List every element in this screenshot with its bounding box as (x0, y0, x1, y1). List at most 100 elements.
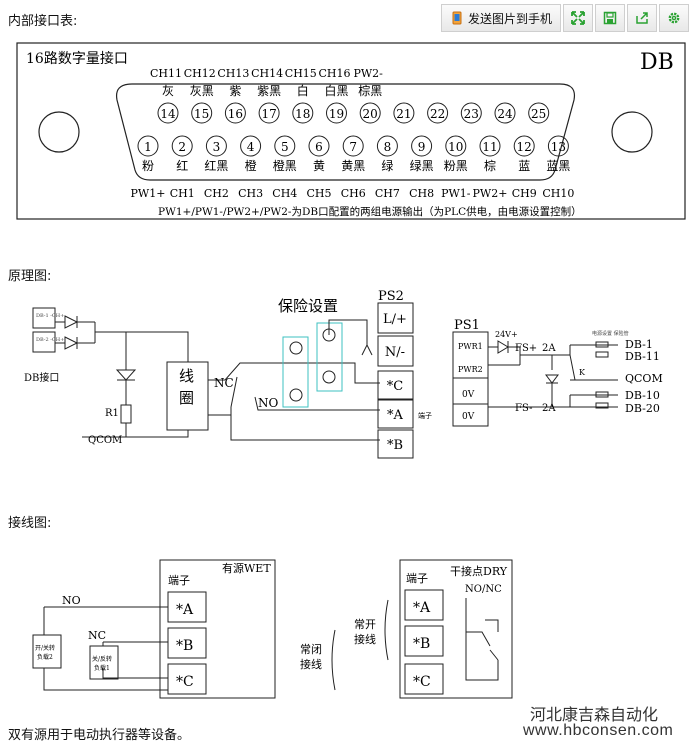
no-label: NO (258, 396, 279, 410)
fuse-holder-1 (282, 336, 309, 408)
qcom-label: QCOM (88, 435, 122, 446)
brand-name: 河北康吉森自动化 (530, 705, 659, 724)
wire-outputs (570, 344, 618, 408)
save-button[interactable] (595, 4, 625, 32)
section-title-wiring: 接线图: (8, 516, 52, 531)
mounting-hole-right (611, 111, 653, 153)
bottom-color-label: 绿黑 (410, 158, 434, 173)
bottom-channel-label: CH7 (375, 187, 400, 200)
pin-circle (359, 102, 381, 124)
output-label: DB-11 (625, 350, 660, 363)
wet-no-label: NO (62, 594, 81, 607)
switch-blade (230, 376, 238, 408)
fuse-small-2 (595, 351, 609, 358)
image-toolbar: 发送图片到手机 (440, 4, 689, 32)
settings-button[interactable] (659, 4, 689, 32)
diode-1 (55, 315, 95, 329)
pin-number: 11 (482, 140, 497, 154)
top-color-label: 紫 (229, 84, 241, 98)
bottom-channel-label: CH9 (512, 187, 537, 200)
load2-box (32, 634, 62, 669)
brace-open (384, 599, 389, 661)
pin-circle (258, 102, 280, 124)
top-color-label: 灰黑 (190, 84, 214, 98)
bottom-color-label: 绿 (381, 158, 393, 173)
wet-frame (159, 559, 276, 699)
dry-nonc: NO/NC (465, 584, 502, 595)
top-channel-label: CH13 (217, 67, 249, 80)
ps2-terminal-l (377, 302, 414, 334)
wire-b (230, 407, 380, 441)
ps2-terminal-labels: L/+N/-*C*A*B (383, 312, 407, 453)
bottom-color-label: 黄 (313, 159, 325, 173)
share-icon (636, 12, 648, 24)
bottom-channel-label: CH5 (306, 187, 331, 200)
load2-label-2: 负载2 (37, 653, 53, 661)
k-label: K (579, 368, 586, 377)
mounting-hole-left (38, 111, 80, 153)
bottom-color-label: 红黑 (204, 158, 228, 173)
pin-number: 14 (160, 107, 176, 121)
fuse-title: 保险设置 (278, 297, 338, 315)
pin-number: 12 (517, 140, 532, 154)
load1-label-1: 关/反转 (92, 655, 112, 663)
db-panel-frame (16, 42, 686, 220)
amp2-label: 2A (542, 403, 556, 414)
dry-terminal-c (404, 663, 444, 695)
pin-circle (205, 135, 227, 157)
bottom-channel-label: PW1+ (131, 187, 166, 200)
bottom-color-label: 蓝 (518, 159, 530, 173)
fuse-small-3 (595, 391, 609, 398)
output-label: DB-1 (625, 338, 653, 351)
diode-2 (55, 336, 95, 350)
brand-url: www.hbconsen.com (523, 722, 674, 739)
pin-number: 7 (349, 140, 357, 154)
share-button[interactable] (627, 4, 657, 32)
fuse-small-label: 电源设置 保险管 (592, 330, 629, 337)
pin-number: 21 (396, 107, 411, 121)
bottom-color-label: 橙黑 (273, 158, 297, 173)
pin-number: 8 (384, 140, 392, 154)
fuse-terminal-2b (322, 370, 336, 384)
section-title-schematic: 原理图: (8, 269, 52, 284)
expand-button[interactable] (563, 4, 593, 32)
r1-label: R1 (105, 408, 119, 419)
pin-number: 24 (497, 107, 513, 121)
pin-circle (342, 135, 364, 157)
bottom-color-labels: 粉红红黑橙橙黑黄黄黑绿绿黑粉黑棕蓝蓝黑 (142, 158, 570, 173)
pin-circle (274, 135, 296, 157)
db-badge: DB (640, 50, 674, 75)
nc-label: NC (214, 376, 234, 390)
db-box-2-label: DB-2 -CH+ (36, 337, 64, 343)
normally-closed-2: 接线 (300, 657, 322, 671)
pin-number: 19 (329, 107, 344, 121)
db-box-1-label: DB-1 -CH+ (36, 313, 64, 319)
pin-number: 20 (363, 107, 378, 121)
ps2-terminal-label: L/+ (383, 312, 407, 327)
dry-a-label: *A (413, 600, 431, 616)
top-color-label: 紫黑 (257, 84, 281, 98)
pin-number: 5 (281, 140, 289, 154)
wire-nc (102, 641, 168, 646)
wet-title: 有源WET (222, 561, 271, 575)
pin-circle (292, 102, 314, 124)
pin-number: 6 (315, 140, 323, 154)
expand-icon (571, 11, 585, 25)
bottom-color-label: 红 (176, 158, 188, 173)
ps2-terminal-label: *A (387, 408, 404, 423)
bottom-channel-label: CH2 (204, 187, 229, 200)
db-box-1 (32, 307, 56, 329)
pin-number: 3 (213, 140, 221, 154)
pin-circle (157, 102, 179, 124)
top-color-label: 白 (297, 83, 309, 98)
diode-ps1-1 (488, 340, 520, 354)
dry-terminal-b (404, 625, 444, 657)
bottom-channel-label: CH6 (341, 187, 366, 200)
send-to-phone-button[interactable]: 发送图片到手机 (440, 4, 561, 32)
bottom-channel-label: CH1 (170, 187, 195, 200)
ps2-terminal-label: *C (387, 379, 404, 394)
top-color-label: 棕黑 (358, 83, 382, 98)
